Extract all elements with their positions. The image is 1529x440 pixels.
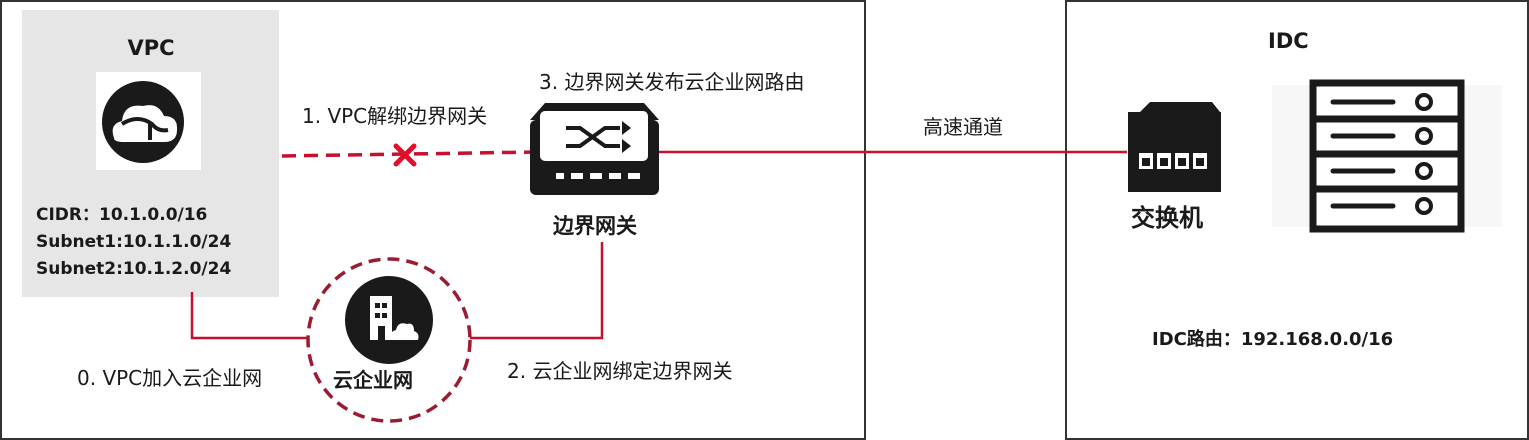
connection-lines [190,150,1128,340]
idc-title: IDC [1268,29,1309,53]
vpc-subnet2: Subnet2:10.1.2.0/24 [36,259,232,279]
cloud-icon [96,72,201,170]
vpc-ccn-link [190,292,308,340]
step-bind-gateway-label: 2. 云企业网绑定边界网关 [507,359,733,383]
idc-route-label: IDC路由：192.168.0.0/16 [1152,329,1394,350]
building-cloud-icon [345,276,433,364]
step-join-ccn-label: 0. VPC加入云企业网 [77,366,263,390]
ccn-gateway-link [470,242,604,340]
vpc-cidr-info: CIDR：10.1.0.0/16 Subnet1:10.1.1.0/24 Sub… [36,202,231,283]
ccn-label: 云企业网 [333,368,413,392]
step-publish-route-label: 3. 边界网关发布云企业网路由 [539,70,805,94]
red-cross-icon [393,143,417,167]
switch-label: 交换机 [1131,204,1203,232]
server-rack-icon [1272,79,1502,233]
border-gateway-label: 边界网关 [553,214,637,238]
express-connect-label: 高速通道 [923,115,1003,139]
vpc-title: VPC [127,36,175,60]
step-unbind-label: 1. VPC解绑边界网关 [302,104,488,128]
vpc-subnet1: Subnet1:10.1.1.0/24 [36,232,232,252]
vpc-gateway-dashed-link [281,150,537,158]
vpc-cidr: CIDR：10.1.0.0/16 [36,205,208,225]
switch-icon [1127,83,1221,193]
router-icon [530,103,659,195]
